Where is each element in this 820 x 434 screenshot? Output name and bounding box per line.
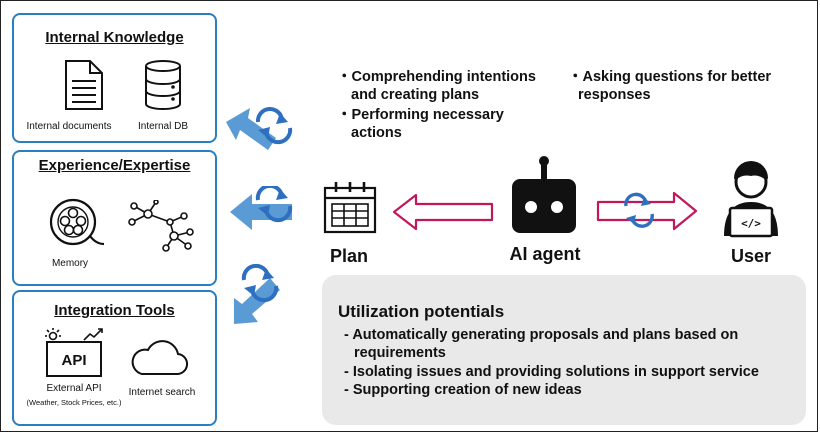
bullet-cont: responses — [578, 87, 651, 103]
utilization-item-cont: requirements — [354, 345, 446, 361]
integration-panel: Integration Tools API External API (Weat… — [12, 290, 217, 426]
plan-label: Plan — [329, 246, 368, 266]
external-api-label: External API — [46, 383, 102, 394]
external-api-examples: (Weather, Stock Prices, etc.) — [26, 398, 122, 407]
arrow-to-integration-icon — [228, 264, 298, 328]
cloud-icon — [128, 338, 188, 378]
internal-knowledge-title: Internal Knowledge — [45, 29, 184, 46]
agent-to-user-arrow — [596, 188, 700, 234]
bullet-text: Performing necessary — [351, 107, 504, 123]
bullet-text: Comprehending intentions — [351, 69, 536, 85]
agent-to-plan-arrow — [392, 192, 496, 232]
arrow-to-experience-icon — [228, 186, 308, 236]
bullet-comprehending: ・Comprehending intentions and creating p… — [337, 68, 536, 104]
bullet-mark: ・ — [568, 69, 583, 85]
robot-icon — [508, 155, 580, 235]
bullet-mark: ・ — [337, 107, 352, 123]
svg-text:</>: </> — [741, 217, 761, 230]
experience-panel: Experience/Expertise Memory — [12, 150, 217, 286]
bullet-cont: actions — [351, 125, 402, 141]
internet-search-label: Internet search — [128, 387, 196, 398]
experience-title: Experience/Expertise — [38, 157, 191, 174]
user-label: User — [730, 246, 772, 266]
bullet-mark: ・ — [337, 69, 352, 85]
utilization-item: - Supporting creation of new ideas — [344, 382, 582, 398]
utilization-item: - Automatically generating proposals and… — [344, 327, 739, 343]
document-icon — [64, 59, 104, 111]
ai-agent-label: AI agent — [509, 244, 581, 264]
arrow-to-knowledge-icon — [224, 104, 304, 160]
integration-title: Integration Tools — [54, 302, 175, 319]
api-text: API — [61, 352, 87, 369]
memory-label: Memory — [51, 258, 89, 269]
utilization-title: Utilization potentials — [338, 302, 505, 321]
bullet-text: Asking questions for better — [582, 69, 772, 85]
utilization-item: - Isolating issues and providing solutio… — [344, 364, 759, 380]
user-with-laptop-icon: </> — [720, 160, 782, 238]
internal-documents-label: Internal documents — [26, 121, 112, 132]
plan-calendar-icon — [322, 180, 378, 234]
network-icon — [126, 200, 198, 252]
api-icon — [42, 328, 106, 380]
bullet-asking: ・Asking questions for better responses — [568, 68, 771, 104]
database-icon — [143, 59, 183, 111]
internal-db-label: Internal DB — [137, 121, 189, 132]
bullet-performing: ・Performing necessary actions — [337, 106, 504, 142]
utilization-box: Utilization potentials - Automatically g… — [322, 275, 806, 425]
memory-icon — [46, 196, 108, 252]
internal-knowledge-panel: Internal Knowledge Internal documents In… — [12, 13, 217, 143]
bullet-cont: and creating plans — [351, 87, 480, 103]
